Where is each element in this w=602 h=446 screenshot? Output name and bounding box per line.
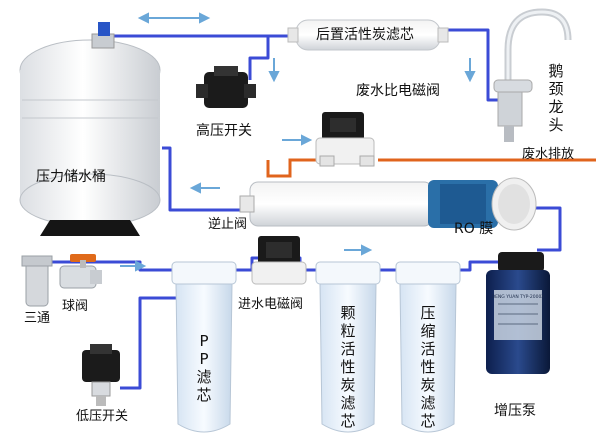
pipe-pump-to-membrane	[536, 208, 560, 250]
ball-valve	[60, 254, 102, 288]
pipe-tank-to-check-valve	[162, 148, 248, 210]
arrow-down-high-switch	[270, 58, 278, 80]
label-gooseneck-faucet: 鹅颈龙头	[548, 62, 564, 134]
pipe-tank-to-post-carbon	[104, 30, 296, 36]
waste-solenoid-valve	[316, 112, 374, 166]
label-ro-membrane: RO 膜	[454, 222, 493, 236]
label-granular-carbon-filter: 颗粒活性炭滤芯	[340, 304, 356, 430]
label-inlet-solenoid-valve: 进水电磁阀	[238, 298, 303, 311]
label-high-pressure-switch: 高压开关	[196, 124, 252, 138]
booster-pump: DENG YUAN TYP-2000X	[486, 252, 550, 374]
tank-stand	[40, 220, 140, 236]
arrow-down-faucet-line	[466, 58, 474, 80]
label-pp-filter: PP滤芯	[196, 332, 212, 404]
pipe-inlet-line	[36, 262, 186, 270]
label-booster-pump: 增压泵	[494, 404, 536, 418]
arrow-left-tank	[192, 184, 220, 192]
pipe-high-switch	[250, 36, 268, 80]
arrow-top-bidirectional	[140, 14, 208, 22]
label-tee-fitting: 三通	[24, 312, 50, 325]
label-post-carbon-filter: 后置活性炭滤芯	[316, 28, 414, 42]
label-compressed-carbon-filter: 压缩活性炭滤芯	[420, 304, 436, 430]
label-low-pressure-switch: 低压开关	[76, 410, 128, 423]
label-check-valve: 逆止阀	[208, 218, 247, 231]
arrow-right-waste-valve	[282, 136, 310, 144]
label-waste-drain: 废水排放	[522, 148, 574, 161]
label-ball-valve: 球阀	[62, 300, 88, 313]
label-pressure-tank: 压力储水桶	[36, 170, 106, 184]
label-waste-ratio-valve: 废水比电磁阀	[356, 84, 440, 98]
pipe-waste-to-membrane	[268, 160, 320, 176]
tee-fitting	[22, 256, 52, 306]
arrow-right-filter	[344, 246, 370, 254]
inlet-solenoid-valve	[252, 236, 306, 284]
low-pressure-switch	[82, 344, 120, 406]
pump-nameplate: DENG YUAN TYP-2000X	[492, 294, 545, 300]
pressure-tank	[20, 22, 160, 236]
high-pressure-switch	[196, 66, 256, 108]
